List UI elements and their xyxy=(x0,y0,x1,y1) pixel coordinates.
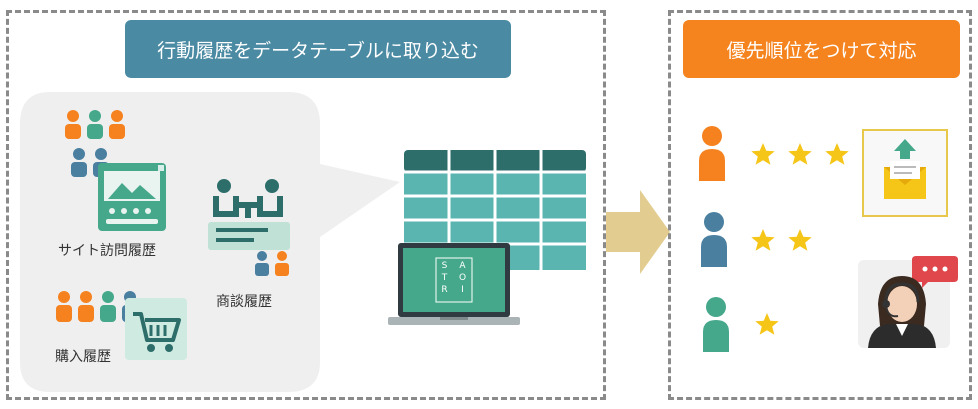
right-panel-title: 優先順位をつけて対応 xyxy=(683,20,960,78)
email-icon xyxy=(862,129,948,217)
person-teal-icon xyxy=(703,297,729,352)
logo-letter: I xyxy=(461,285,465,295)
satori-logo: S A T O R I xyxy=(436,261,472,295)
people-group-icon xyxy=(65,110,125,177)
website-image-icon xyxy=(98,163,166,231)
star-icon xyxy=(751,229,812,251)
right-panel xyxy=(668,10,972,400)
logo-letter: A xyxy=(459,261,467,271)
negotiation-icon xyxy=(208,179,290,276)
logo-letter: T xyxy=(441,273,449,283)
star-icon xyxy=(755,313,779,335)
logo-letter: S xyxy=(441,261,449,271)
negotiation-label: 商談履歴 xyxy=(216,294,272,310)
left-panel xyxy=(6,10,606,400)
operator-icon xyxy=(858,256,958,348)
person-orange-icon xyxy=(699,126,725,181)
shopping-cart-icon xyxy=(125,298,187,360)
left-panel-title: 行動履歴をデータテーブルに取り込む xyxy=(125,20,511,78)
laptop-icon xyxy=(388,243,520,325)
flow-arrow-icon xyxy=(606,190,670,274)
logo-letter: O xyxy=(458,273,468,283)
star-icon xyxy=(751,143,849,165)
person-blue-icon xyxy=(701,212,727,267)
purchase-label: 購入履歴 xyxy=(55,349,111,365)
site-visit-label: サイト訪問履歴 xyxy=(58,243,156,259)
logo-letter: R xyxy=(441,285,449,295)
